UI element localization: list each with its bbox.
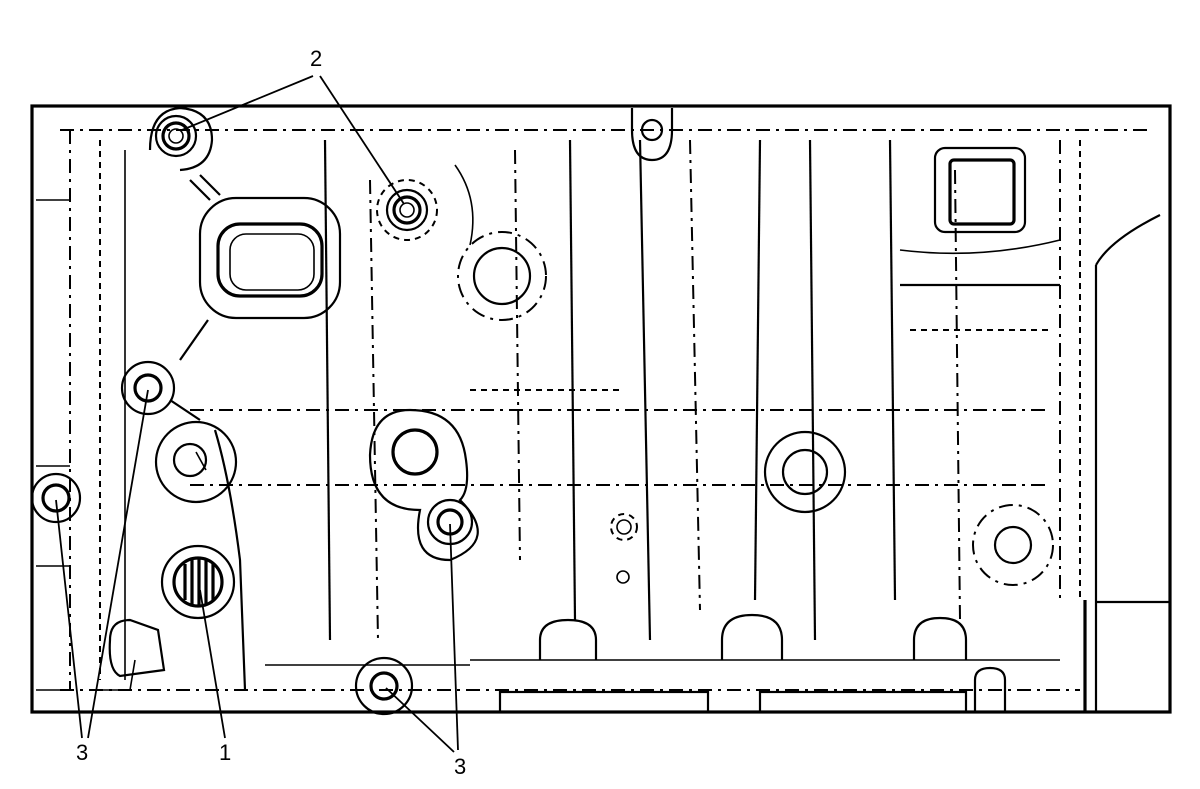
small-holes [610,513,638,584]
bottom-arches [470,613,1060,714]
callout-3-left-label: 3 [76,740,88,765]
cylinder-walls [323,139,961,641]
lower-bolts [30,360,474,716]
callout-1-label: 1 [219,740,231,765]
oil-gallery-plug [160,544,236,620]
casting-edges [36,129,1150,691]
callout-3-right-label: 3 [454,754,466,779]
leader-lines [55,75,459,753]
callout-2-label: 2 [310,46,322,71]
lower-left-details [90,429,470,691]
oval-port [179,174,342,361]
upper-bolts [148,106,474,246]
bore-holes [154,231,1054,586]
cross-ribs [190,239,1061,486]
top-notch [630,108,674,162]
square-port [933,146,1027,234]
